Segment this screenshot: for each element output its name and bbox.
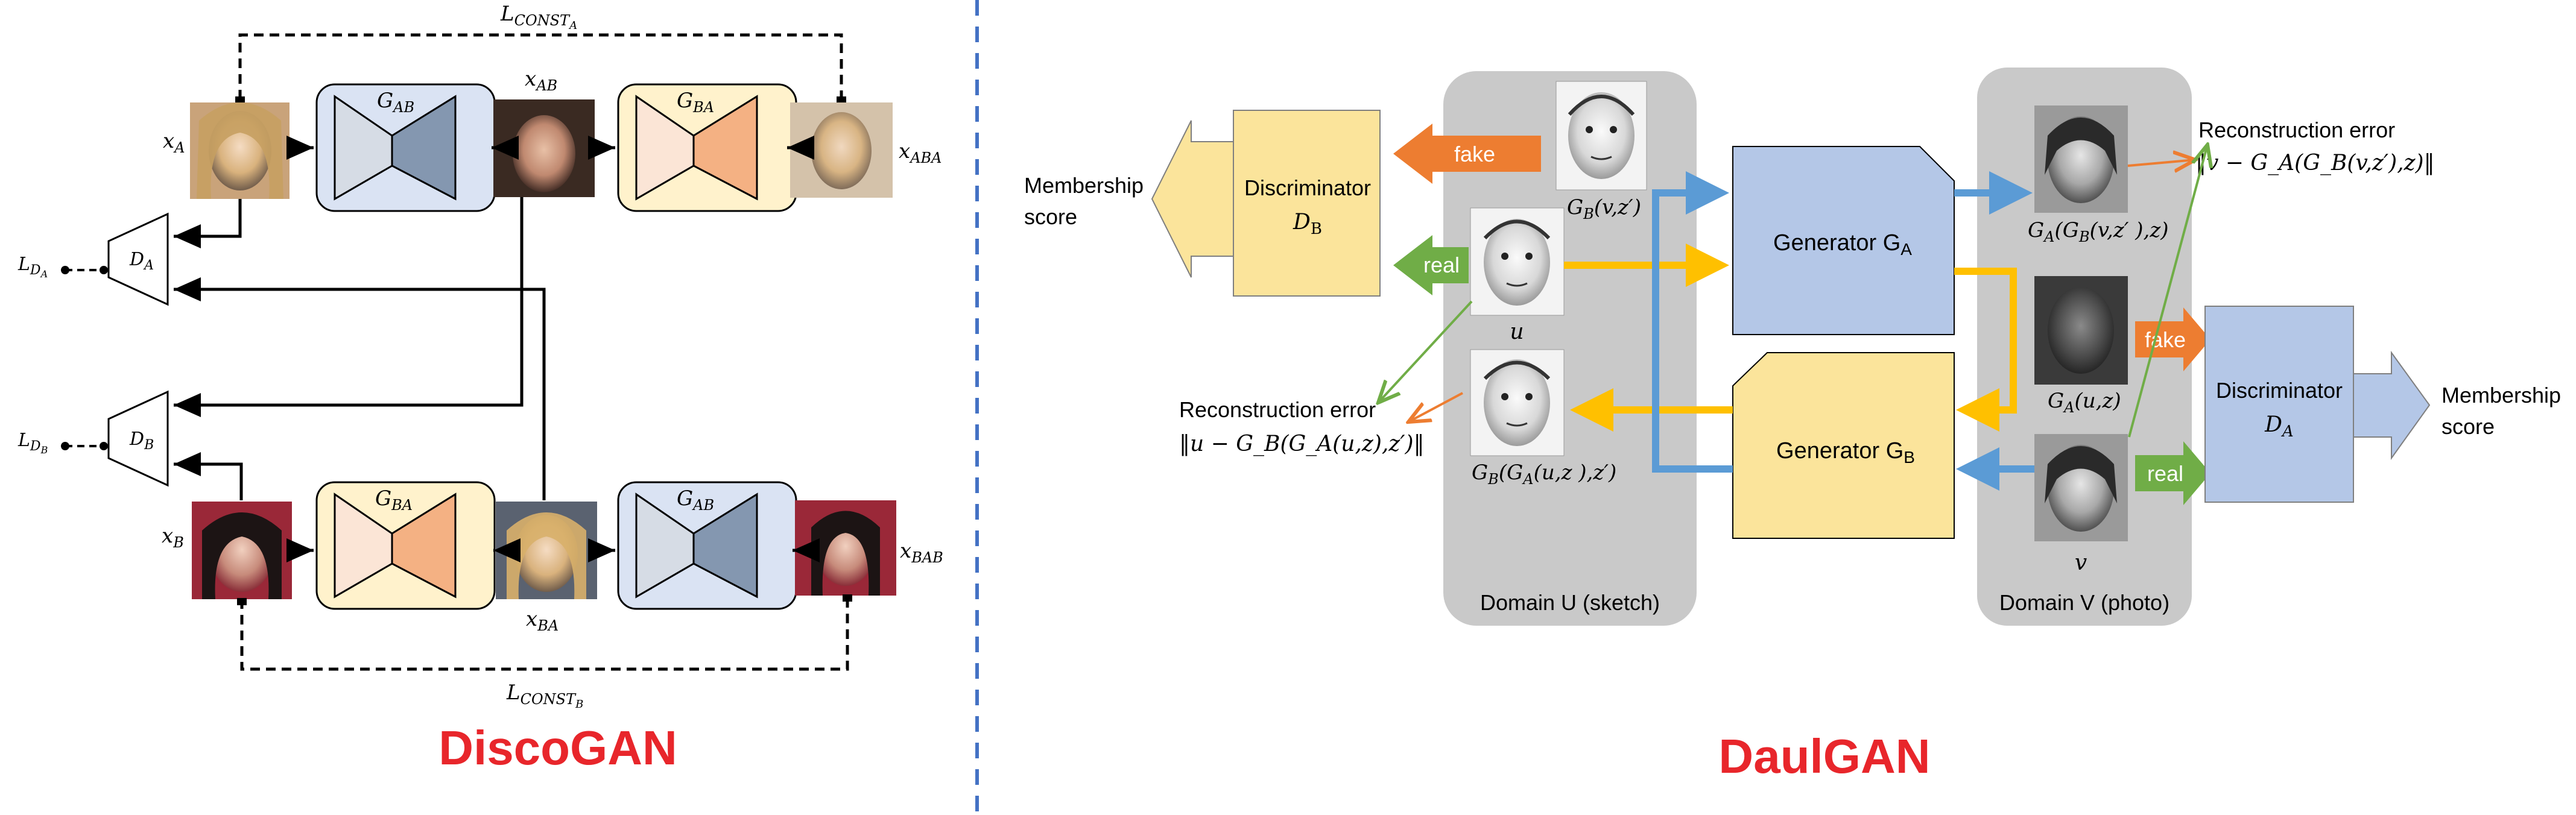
label-x-aba: xABA [899, 139, 942, 166]
image-gb-v [1555, 81, 1647, 190]
fake-right-text: fake [2145, 327, 2186, 352]
l-db-label: LDB [17, 430, 48, 456]
const-b-loop [240, 596, 849, 671]
gen-b-text: Generator GB [1776, 438, 1915, 467]
label-x-b: xB [162, 524, 184, 551]
membership-right-2: score [2442, 414, 2495, 439]
label-x-ab: xAB [525, 67, 557, 94]
recon-right-green [2128, 145, 2207, 438]
image-x-ab [493, 99, 595, 197]
membership-left-2: score [1024, 204, 1077, 229]
image-ga-u [2034, 276, 2128, 385]
recon-right-orange [2127, 160, 2195, 166]
recon-right-title: Reconstruction error [2198, 118, 2395, 142]
image-gb-ga-u [1470, 349, 1565, 456]
recon-right-formula: ‖v − G_A(G_B(v,z′),z)‖ [2195, 151, 2435, 175]
real-right-text: real [2147, 461, 2183, 486]
label-ga-u: GA(u,z) [2048, 389, 2121, 416]
dualgan-panel: Domain U (sketch) Domain V (photo) Discr… [1024, 68, 2561, 783]
domain-u-label: Domain U (sketch) [1480, 590, 1660, 615]
membership-arrow-left [1151, 120, 1234, 278]
real-arrow-left [1393, 235, 1469, 295]
recon-left-green [1378, 300, 1473, 403]
image-u [1470, 207, 1565, 316]
image-x-b [192, 502, 292, 599]
image-v [2034, 434, 2128, 541]
recon-left-orange [1408, 392, 1463, 422]
label-gb-v: GB(v,z′) [1567, 195, 1641, 222]
membership-left-1: Membership [1024, 173, 1144, 198]
recon-left-formula: ‖u − G_B(G_A(u,z),z′)‖ [1179, 432, 1425, 456]
disc-db-line1: Discriminator [1244, 175, 1371, 200]
membership-arrow-right [2353, 350, 2431, 461]
generator-g-a [1732, 146, 1955, 335]
image-x-aba [790, 102, 893, 198]
recon-left-title: Reconstruction error [1179, 397, 1376, 422]
membership-right-1: Membership [2442, 383, 2561, 408]
l-da-label: LDA [17, 254, 48, 280]
discogan-title: DiscoGAN [438, 721, 677, 775]
generator-g-ba-top [617, 83, 797, 212]
const-a-loop [238, 33, 843, 99]
generator-g-b [1732, 352, 1955, 539]
gen-a-text: Generator GA [1773, 230, 1912, 259]
image-ga-gb-v [2034, 105, 2128, 213]
label-x-a: xA [163, 129, 185, 156]
discriminator-d-a [107, 212, 169, 306]
label-x-bab: xBAB [900, 539, 943, 566]
gold-ga-to-gbu [1954, 268, 2017, 432]
blue-loop [1652, 171, 1733, 473]
l-const-b-label: LCONSTB [506, 681, 583, 711]
domain-v-label: Domain V (photo) [1999, 590, 2169, 615]
fake-left-text: fake [1454, 142, 1495, 166]
fake-arrow-left [1393, 124, 1541, 184]
label-v: v [2075, 550, 2087, 575]
label-u: u [1510, 319, 1524, 344]
discogan-panel: LCONSTA xA GAB xAB GBA [17, 2, 943, 775]
label-ga-gb: GA(GB(v,z′ ),z) [2028, 218, 2169, 245]
real-arrow-right [2135, 441, 2210, 505]
dualgan-title: DaulGAN [1718, 729, 1930, 783]
disc-da-line1: Discriminator [2216, 378, 2343, 403]
generator-g-ba-bottom [315, 481, 496, 610]
discriminator-d-a-box [2204, 306, 2354, 503]
real-left-text: real [1423, 253, 1460, 277]
image-x-bab [795, 500, 896, 596]
fake-arrow-right [2135, 307, 2210, 371]
image-x-a [190, 102, 290, 199]
image-x-ba [496, 502, 597, 599]
l-const-a-label: LCONSTA [500, 2, 577, 32]
label-x-ba: xBA [526, 607, 559, 634]
discriminator-d-b-box [1233, 110, 1381, 297]
